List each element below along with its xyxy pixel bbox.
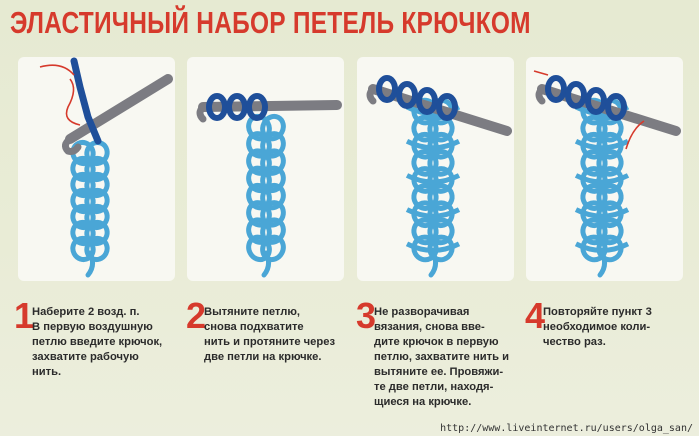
step-1-text: Наберите 2 возд. п. В первую воздушную п… xyxy=(32,306,163,378)
step-3-panel xyxy=(357,57,514,281)
crochet-step-3-illustration xyxy=(366,75,512,278)
step-2-text: Вытяните петлю, снова подхватите нить и … xyxy=(204,306,336,363)
source-watermark: http://www.liveinternet.ru/users/olga_sa… xyxy=(440,423,693,434)
crochet-step-4-illustration xyxy=(533,70,681,278)
crochet-step-1-illustration xyxy=(39,57,173,278)
step-1-number: 1 xyxy=(14,295,35,336)
step-3-text: Не разворачивая вязания, снова вве- дите… xyxy=(374,306,509,408)
step-4-panel xyxy=(526,57,683,281)
page-title: ЭЛАСТИЧНЫЙ НАБОР ПЕТЕЛЬ КРЮЧКОМ xyxy=(10,5,531,40)
step-4-number: 4 xyxy=(525,295,546,336)
step-2-number: 2 xyxy=(186,295,207,336)
crochet-step-2-illustration xyxy=(196,93,342,278)
step-2-panel xyxy=(187,57,344,281)
step-1-panel xyxy=(18,57,175,281)
step-4-text: Повторяйте пункт 3 необходимое коли- чес… xyxy=(543,306,652,348)
step-3-number: 3 xyxy=(356,295,377,336)
